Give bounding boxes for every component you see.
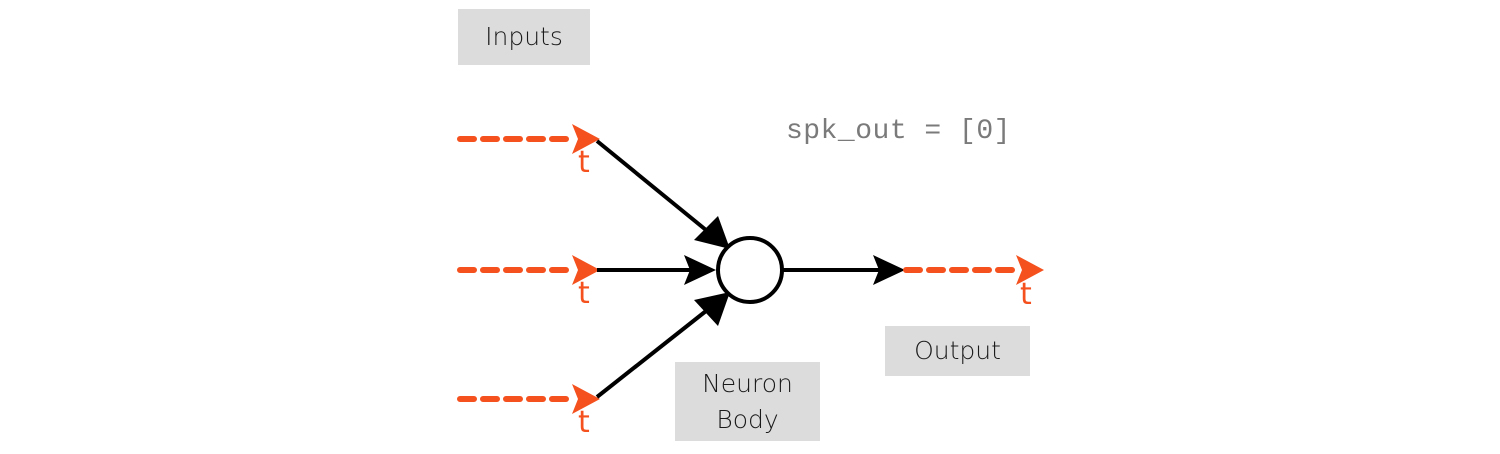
output-spike-arrowhead xyxy=(1016,255,1044,285)
time-axis-label-input-2: t xyxy=(578,276,590,311)
synapse-connection-3 xyxy=(595,292,730,399)
inputs-label-text: Inputs xyxy=(485,22,563,51)
neuron-body-circle xyxy=(716,236,784,304)
spike-output-code: spk_out = [0] xyxy=(786,116,1011,147)
output-label: Output xyxy=(885,326,1030,376)
input-spike-train-2 xyxy=(457,255,600,285)
output-spike-train xyxy=(903,255,1044,285)
input-spike-arrowhead xyxy=(572,124,600,154)
input-spike-train-3 xyxy=(457,384,600,414)
input-spike-arrowhead xyxy=(572,255,600,285)
inputs-label: Inputs xyxy=(458,9,590,65)
output-connection xyxy=(782,255,905,285)
synapse-connection-1 xyxy=(595,139,730,249)
synapse-connection-2 xyxy=(597,255,716,285)
time-axis-label-input-1: t xyxy=(578,145,590,180)
neuron-body-label-line2: Body xyxy=(716,404,779,434)
neuron-body-label-line1: Neuron xyxy=(702,368,793,398)
input-spike-arrowhead xyxy=(572,384,600,414)
time-axis-label-input-3: t xyxy=(578,405,590,440)
output-label-text: Output xyxy=(914,336,1001,365)
time-axis-label-output: t xyxy=(1020,277,1032,312)
neuron-body-label: Neuron Body xyxy=(675,362,820,441)
input-spike-train-1 xyxy=(457,124,600,154)
